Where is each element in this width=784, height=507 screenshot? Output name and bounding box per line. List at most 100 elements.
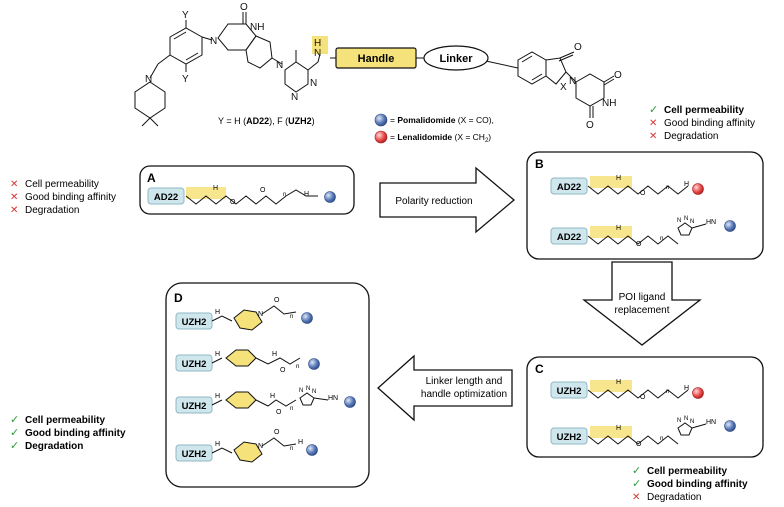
box_a-prop-2: Degradation bbox=[25, 205, 79, 216]
lenalidomide-legend: = Lenalidomide (X = CH2) bbox=[390, 132, 491, 144]
bond bbox=[261, 305, 297, 315]
box-d-pomalidomide-ball-4 bbox=[306, 444, 318, 456]
atom-label: H bbox=[213, 185, 218, 192]
atom-o-glut: O bbox=[614, 70, 622, 81]
atom-x: X bbox=[560, 82, 567, 93]
linker-highlight bbox=[590, 426, 632, 438]
aryl-ring bbox=[169, 27, 203, 65]
atom-label: H bbox=[616, 225, 621, 232]
atom-label: n bbox=[290, 406, 293, 412]
atom-label: H bbox=[215, 351, 220, 358]
atom-label: H bbox=[215, 393, 220, 400]
box_d-prop-2: Degradation bbox=[25, 441, 83, 452]
box_a-prop-0: Cell permeability bbox=[25, 179, 99, 190]
box-d-tag-1: UZH2 bbox=[182, 317, 207, 328]
triazole-ring bbox=[299, 392, 315, 406]
pomalidomide-ball bbox=[374, 113, 388, 127]
arrow-poi-replacement bbox=[582, 261, 702, 346]
atom-label: HN bbox=[706, 219, 716, 226]
box-a-tag-bg bbox=[147, 187, 185, 205]
box-d bbox=[165, 282, 370, 488]
box-d-pomalidomide-ball-2 bbox=[308, 358, 320, 370]
box_a-prop-1: Good binding affinity bbox=[25, 192, 116, 203]
box_b-status-0-icon: ✓ bbox=[649, 103, 658, 116]
atom-label: O bbox=[640, 394, 646, 401]
bond bbox=[261, 437, 297, 447]
atom-y-bottom: Y bbox=[182, 74, 189, 85]
atom-label: O bbox=[636, 241, 642, 248]
bond bbox=[211, 447, 233, 454]
atom-label: O bbox=[230, 199, 236, 206]
atom-n-piperidine: N bbox=[145, 74, 152, 85]
box-b-tag-2: AD22 bbox=[557, 232, 581, 243]
triazole-ring bbox=[677, 422, 693, 436]
box_d-status-0-icon: ✓ bbox=[10, 413, 19, 426]
atom-label: O bbox=[640, 190, 646, 197]
atom-label: N bbox=[684, 416, 688, 422]
linker-highlight bbox=[590, 226, 632, 238]
atom-n-phth: N bbox=[569, 76, 576, 87]
arrow-linker-label-1: Linker length and bbox=[426, 376, 503, 387]
atom-y-top: Y bbox=[182, 10, 189, 21]
arrow-polarity-reduction bbox=[379, 166, 516, 234]
handle-box bbox=[335, 47, 417, 69]
atom-label: H bbox=[270, 393, 275, 400]
bond bbox=[211, 399, 223, 406]
arrow-polarity-label: Polarity reduction bbox=[395, 196, 472, 207]
box_b-status-1-icon: ✕ bbox=[649, 118, 657, 129]
box_d-status-2-icon: ✓ bbox=[10, 439, 19, 452]
y-caption: Y = H (AD22), F (UZH2) bbox=[218, 116, 315, 126]
atom-label: O bbox=[280, 367, 286, 374]
box-b-letter: B bbox=[535, 157, 544, 171]
atom-label: O bbox=[274, 297, 280, 304]
linker-highlight bbox=[590, 176, 632, 188]
box_d-status-1-icon: ✓ bbox=[10, 426, 19, 439]
bond bbox=[255, 399, 297, 407]
box_c-prop-0: Cell permeability bbox=[647, 466, 727, 477]
box-d-pomalidomide-ball-3 bbox=[344, 396, 356, 408]
pomalidomide-legend: = Pomalidomide (X = CO), bbox=[390, 115, 494, 125]
atom-n-pyr2: N bbox=[310, 78, 317, 89]
box-c-tag-2-bg bbox=[550, 427, 588, 445]
linker-highlight bbox=[186, 187, 226, 199]
atom-label: n bbox=[660, 436, 663, 442]
atom-n-pyr: N bbox=[291, 92, 298, 103]
bond bbox=[211, 315, 233, 322]
atom-label: H bbox=[272, 351, 277, 358]
bond bbox=[587, 185, 689, 195]
triazole-ring bbox=[677, 222, 693, 236]
nh-highlight bbox=[312, 36, 328, 54]
box_a-status-1-icon: ✕ bbox=[10, 192, 18, 203]
bond bbox=[255, 357, 301, 365]
box_d-prop-0: Cell permeability bbox=[25, 415, 105, 426]
atom-nh-spiro: NH bbox=[250, 22, 264, 33]
bond bbox=[691, 223, 707, 229]
arrow-linker-label-2: handle optimization bbox=[421, 389, 507, 400]
piperidine-ring bbox=[233, 309, 263, 331]
piperazine-ring bbox=[233, 441, 263, 463]
linker-ellipse bbox=[423, 45, 489, 71]
box_a-status-0-icon: ✕ bbox=[10, 179, 18, 190]
atom-label: N bbox=[312, 389, 316, 395]
box-a-letter: A bbox=[147, 171, 156, 185]
box-c-lenalidomide-ball bbox=[692, 387, 704, 399]
atom-nh-glut: NH bbox=[602, 98, 616, 109]
atom-o-top: O bbox=[240, 2, 248, 13]
linker-label: Linker bbox=[439, 53, 473, 65]
atom-n-piperazinone: N bbox=[210, 36, 217, 47]
box_c-status-0-icon: ✓ bbox=[632, 464, 641, 477]
box-d-pomalidomide-ball-1 bbox=[301, 312, 313, 324]
arrow-poi-label-1: POI ligand bbox=[619, 292, 666, 303]
box_b-prop-0: Cell permeability bbox=[664, 105, 744, 116]
linker-highlight bbox=[590, 380, 632, 392]
box-b-tag-1-bg bbox=[550, 177, 588, 195]
atom-o-glut2: O bbox=[586, 120, 594, 131]
bond bbox=[211, 357, 223, 364]
arrow-linker-optimization bbox=[377, 354, 513, 422]
atom-label: N bbox=[258, 311, 263, 318]
box-c-tag-1-bg bbox=[550, 381, 588, 399]
atom-label: H bbox=[684, 181, 689, 188]
bond bbox=[587, 389, 689, 399]
atom-label: H bbox=[616, 175, 621, 182]
